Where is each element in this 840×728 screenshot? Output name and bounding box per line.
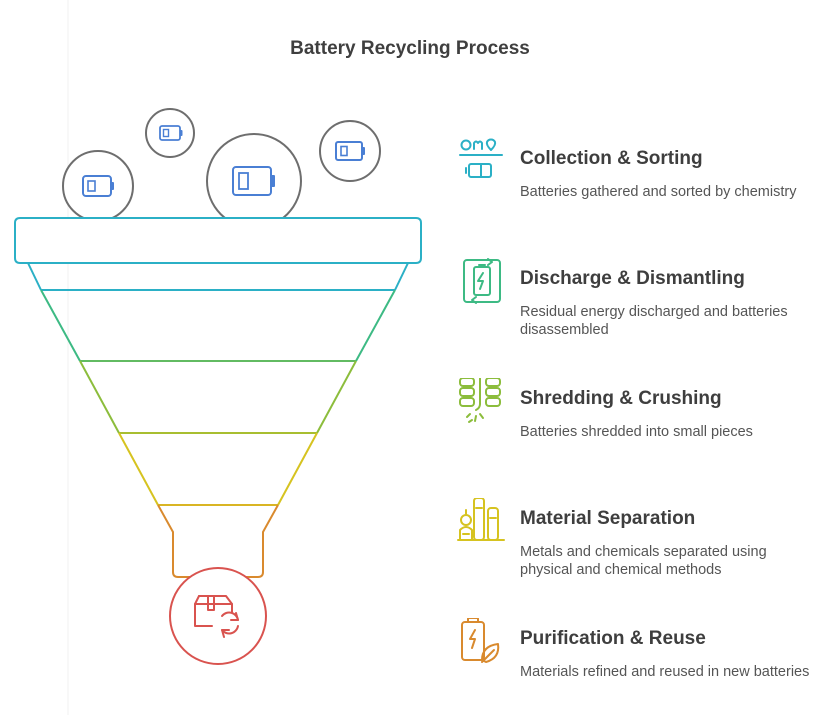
battery-circle-right [319, 120, 381, 182]
step-title: Collection & Sorting [520, 148, 703, 169]
step-description: Metals and chemicals separated using phy… [520, 544, 767, 578]
step-collection-sorting: Collection & Sorting Batteries gathered … [456, 138, 840, 248]
shredder-icon [459, 378, 501, 423]
step-purification-reuse: Purification & Reuse Materials refined a… [456, 618, 840, 728]
step-discharge-dismantling: Discharge & Dismantling Residual energy … [456, 258, 840, 368]
step-description: Materials refined and reused in new batt… [520, 664, 810, 680]
funnel-band-4 [118, 432, 318, 506]
funnel-rim [14, 217, 422, 264]
funnel-band-1 [27, 262, 409, 291]
step-description: Batteries gathered and sorted by chemist… [520, 184, 797, 200]
step-title: Material Separation [520, 508, 696, 529]
recycle-box-icon [194, 595, 239, 638]
step-description: Batteries shredded into small pieces [520, 424, 753, 440]
diagram-title: Battery Recycling Process [290, 38, 530, 59]
step-title: Discharge & Dismantling [520, 268, 745, 289]
step-shredding-crushing: Shredding & Crushing Batteries shredded … [456, 378, 840, 488]
funnel-band-2 [40, 289, 396, 362]
step-title: Purification & Reuse [520, 628, 706, 649]
recycled-output-circle [169, 567, 267, 665]
step-material-separation: Material Separation Metals and chemicals… [456, 498, 840, 608]
battery-circle-tiny [145, 108, 195, 158]
step-description: Residual energy discharged and batteries… [520, 304, 788, 338]
step-title: Shredding & Crushing [520, 388, 722, 409]
sorting-icon [459, 138, 503, 178]
factory-icon [457, 498, 505, 541]
funnel-band-3 [79, 360, 357, 434]
battery-discharge-icon [463, 258, 501, 304]
battery-circle-small-left [62, 150, 134, 222]
eco-battery-icon [461, 618, 500, 663]
funnel-band-5 [157, 504, 279, 578]
battery-circle-large [206, 133, 302, 229]
